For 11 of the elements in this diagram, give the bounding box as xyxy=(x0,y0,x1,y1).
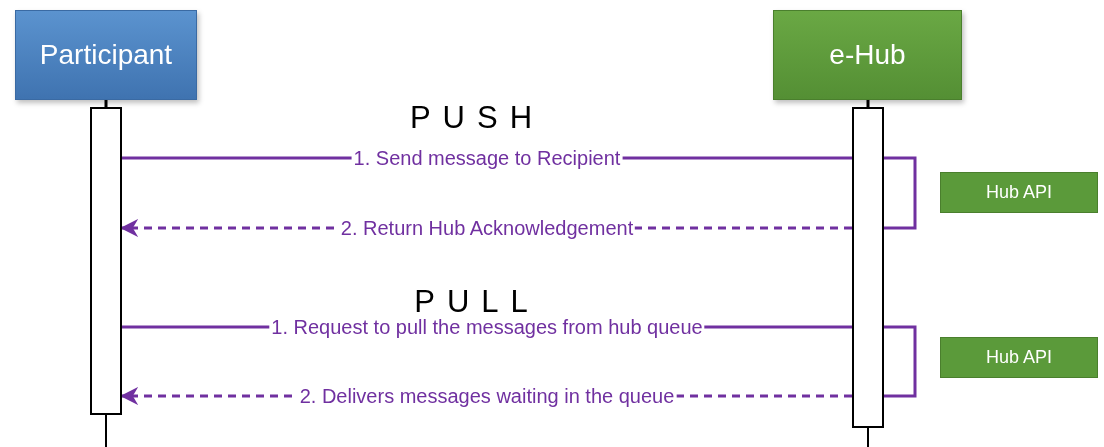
system-box: e-Hub xyxy=(773,10,962,100)
section-heading: PUSH xyxy=(409,100,545,136)
message-line xyxy=(884,325,917,398)
message-line xyxy=(884,156,917,230)
participant-box: Participant xyxy=(15,10,197,100)
lifeline xyxy=(104,100,108,107)
activation-bar xyxy=(852,107,884,428)
lifeline xyxy=(866,100,870,107)
api-box: Hub API xyxy=(940,337,1098,378)
activation-bar xyxy=(90,107,122,415)
api-box: Hub API xyxy=(940,172,1098,213)
